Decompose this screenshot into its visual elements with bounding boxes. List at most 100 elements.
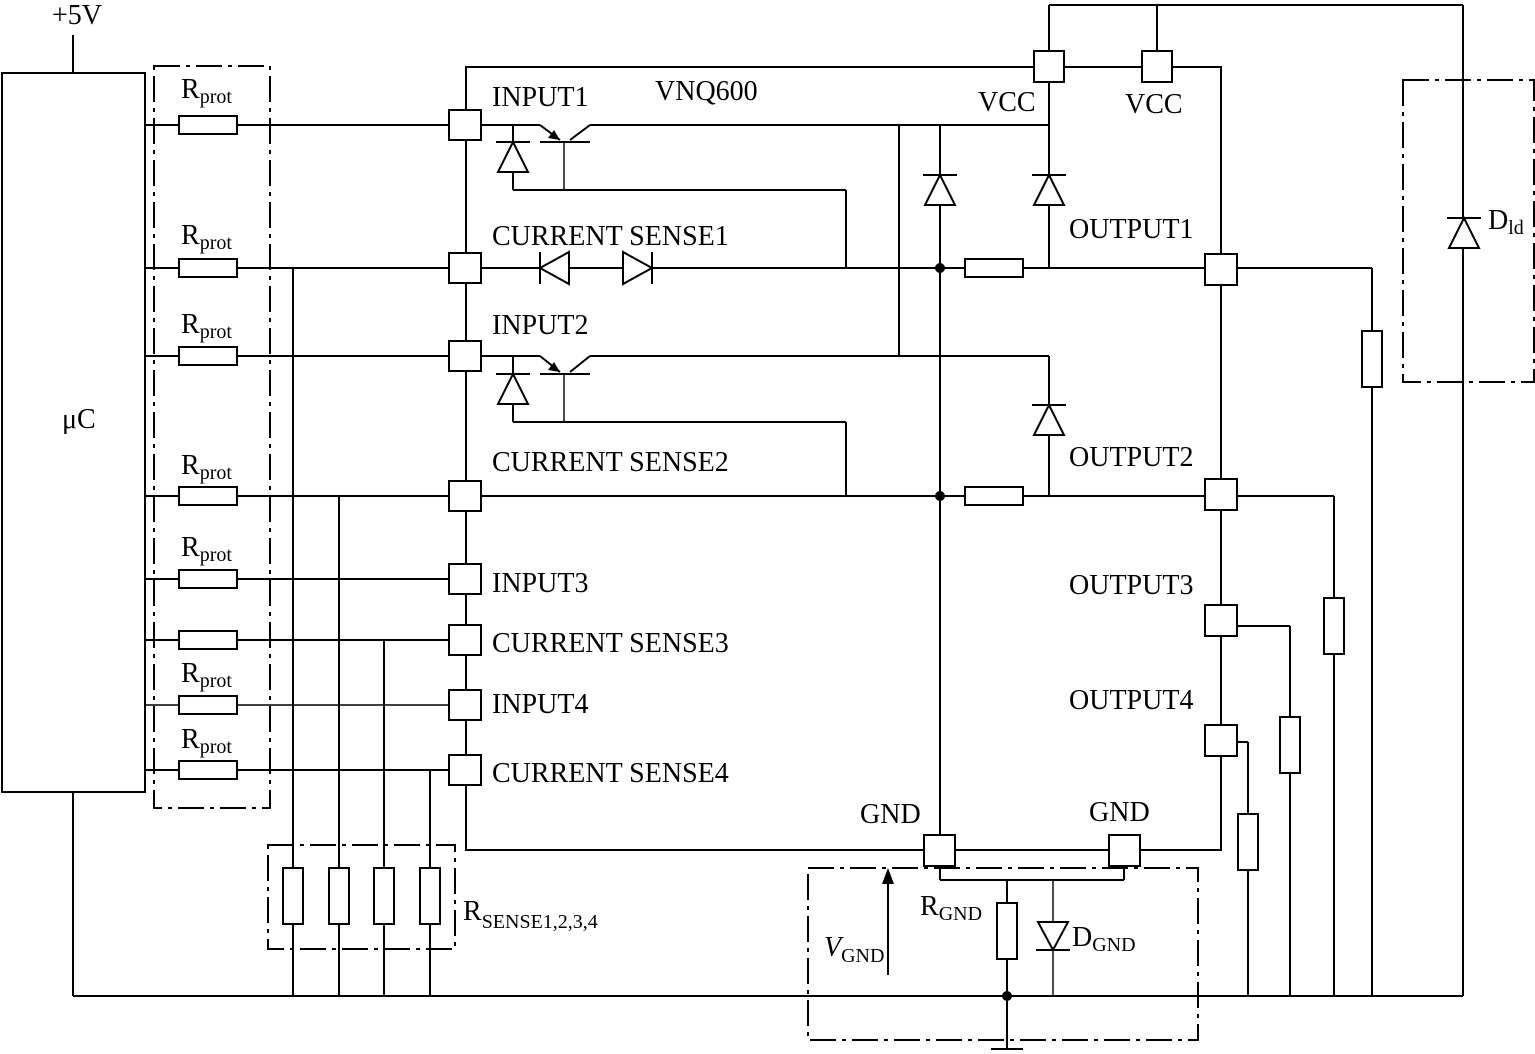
pin-gnd-b <box>1108 834 1141 867</box>
pin-output3 <box>1204 604 1238 637</box>
left-wiring <box>145 124 449 771</box>
rprot-resistor-8 <box>178 760 238 780</box>
dgnd-label: DGND <box>1072 922 1136 956</box>
label-output2: OUTPUT2 <box>1069 442 1193 473</box>
label-output3: OUTPUT3 <box>1069 570 1193 601</box>
rprot-resistor-1 <box>178 115 238 135</box>
mcu-label: μC <box>62 404 96 435</box>
input1-transistor-arrow <box>548 130 560 140</box>
junction-node-1 <box>935 263 945 273</box>
rprot-label-5: Rprot <box>181 532 232 566</box>
rprot-label-3: Rprot <box>181 309 232 343</box>
label-input2: INPUT2 <box>492 310 588 341</box>
dgnd-diode <box>1036 921 1070 953</box>
left-pin-labels: INPUT1 CURRENT SENSE1 INPUT2 CURRENT SEN… <box>492 82 729 789</box>
vcc-output1-zener <box>1032 172 1066 206</box>
load-resistor-2 <box>1323 597 1345 655</box>
rprot-resistor-4 <box>178 486 238 506</box>
rsense-network: RSENSE1,2,3,4 <box>267 268 598 996</box>
vgnd-label: VGND <box>824 932 884 967</box>
rsense-resistor-2 <box>328 867 350 925</box>
clamp-zener-diode <box>923 172 957 206</box>
rgnd-resistor <box>996 902 1018 960</box>
label-current-sense2: CURRENT SENSE2 <box>492 447 729 478</box>
label-input1: INPUT1 <box>492 82 588 113</box>
rprot-label-4: Rprot <box>181 450 232 484</box>
input1-zener-diode <box>496 139 530 173</box>
load-resistor-1 <box>1361 330 1383 388</box>
gnd-network-outline <box>807 867 1199 1041</box>
label-current-sense1: CURRENT SENSE1 <box>492 221 729 252</box>
dld-diode <box>1447 215 1481 249</box>
label-output1: OUTPUT1 <box>1069 214 1193 245</box>
pin-current-sense4 <box>448 754 482 786</box>
microcontroller: μC <box>1 72 146 793</box>
cs1-diode-right <box>622 250 655 286</box>
rprot-label-2: Rprot <box>181 220 232 254</box>
internal-circuit <box>481 82 1222 835</box>
output1-internal-resistor <box>964 258 1024 278</box>
rsense-resistor-1 <box>282 867 304 925</box>
rprot-labels: Rprot Rprot Rprot Rprot Rprot Rprot Rpro… <box>181 74 232 758</box>
input2-transistor-arrow <box>548 362 560 372</box>
right-pins: OUTPUT1 OUTPUT2 OUTPUT3 OUTPUT4 <box>1069 214 1238 757</box>
label-gnd-a: GND <box>860 799 921 830</box>
label-input4: INPUT4 <box>492 689 588 720</box>
vcc-supply: VCC VCC <box>978 4 1464 996</box>
label-gnd-b: GND <box>1089 797 1150 828</box>
load-resistors <box>1237 267 1383 996</box>
label-input3: INPUT3 <box>492 568 588 599</box>
rsense-label: RSENSE1,2,3,4 <box>463 896 598 933</box>
rprot-resistor-3 <box>178 346 238 366</box>
load-resistor-3 <box>1279 716 1301 774</box>
pin-vcc-a <box>1033 50 1065 83</box>
rprot-group-outline <box>153 65 271 809</box>
pin-input1 <box>448 109 482 141</box>
supply-label: +5V <box>52 0 102 31</box>
pin-input3 <box>448 563 482 595</box>
vgnd-arrow <box>882 868 894 884</box>
rsense-resistor-3 <box>373 867 395 925</box>
rsense-resistor-4 <box>419 867 441 925</box>
pin-input4 <box>448 689 482 721</box>
label-current-sense3: CURRENT SENSE3 <box>492 628 729 659</box>
rprot-resistor-6 <box>178 630 238 650</box>
pin-gnd-a <box>923 834 956 867</box>
rprot-resistor-2 <box>178 258 238 278</box>
label-vcc-b: VCC <box>1125 89 1183 120</box>
pin-output4 <box>1204 724 1238 757</box>
vcc-output2-zener <box>1032 402 1066 436</box>
ground-bus <box>72 792 1463 997</box>
cs1-diode-left <box>537 250 570 286</box>
load-resistor-4 <box>1237 813 1259 871</box>
label-current-sense4: CURRENT SENSE4 <box>492 758 729 789</box>
rprot-label-7: Rprot <box>181 658 232 692</box>
ground-network: GND GND RGND DGND VGND <box>807 797 1199 1050</box>
pin-input2 <box>448 340 482 372</box>
dld-label: Dld <box>1488 205 1524 239</box>
dld-outline <box>1402 79 1535 383</box>
rprot-resistor-7 <box>178 695 238 715</box>
chip-name: VNQ600 <box>655 76 758 107</box>
output2-internal-resistor <box>964 486 1024 506</box>
rprot-label-1: Rprot <box>181 74 232 108</box>
input2-zener-diode <box>496 371 530 405</box>
pin-output2 <box>1204 478 1238 511</box>
pin-output1 <box>1204 253 1238 286</box>
label-vcc-a: VCC <box>978 87 1036 118</box>
pin-current-sense3 <box>448 624 482 656</box>
left-pins <box>448 109 482 786</box>
rprot-resistor-5 <box>178 569 238 589</box>
rsense-group-outline <box>267 844 456 950</box>
load-dump-diode: Dld <box>1402 79 1535 383</box>
label-output4: OUTPUT4 <box>1069 685 1193 716</box>
rgnd-label: RGND <box>920 891 982 925</box>
pin-current-sense1 <box>448 252 482 284</box>
pin-vcc-b <box>1141 50 1173 83</box>
junction-node-2 <box>935 491 945 501</box>
pin-current-sense2 <box>448 480 482 512</box>
rprot-resistors <box>178 115 238 780</box>
supply-net: +5V <box>52 0 102 73</box>
rprot-label-8: Rprot <box>181 724 232 758</box>
